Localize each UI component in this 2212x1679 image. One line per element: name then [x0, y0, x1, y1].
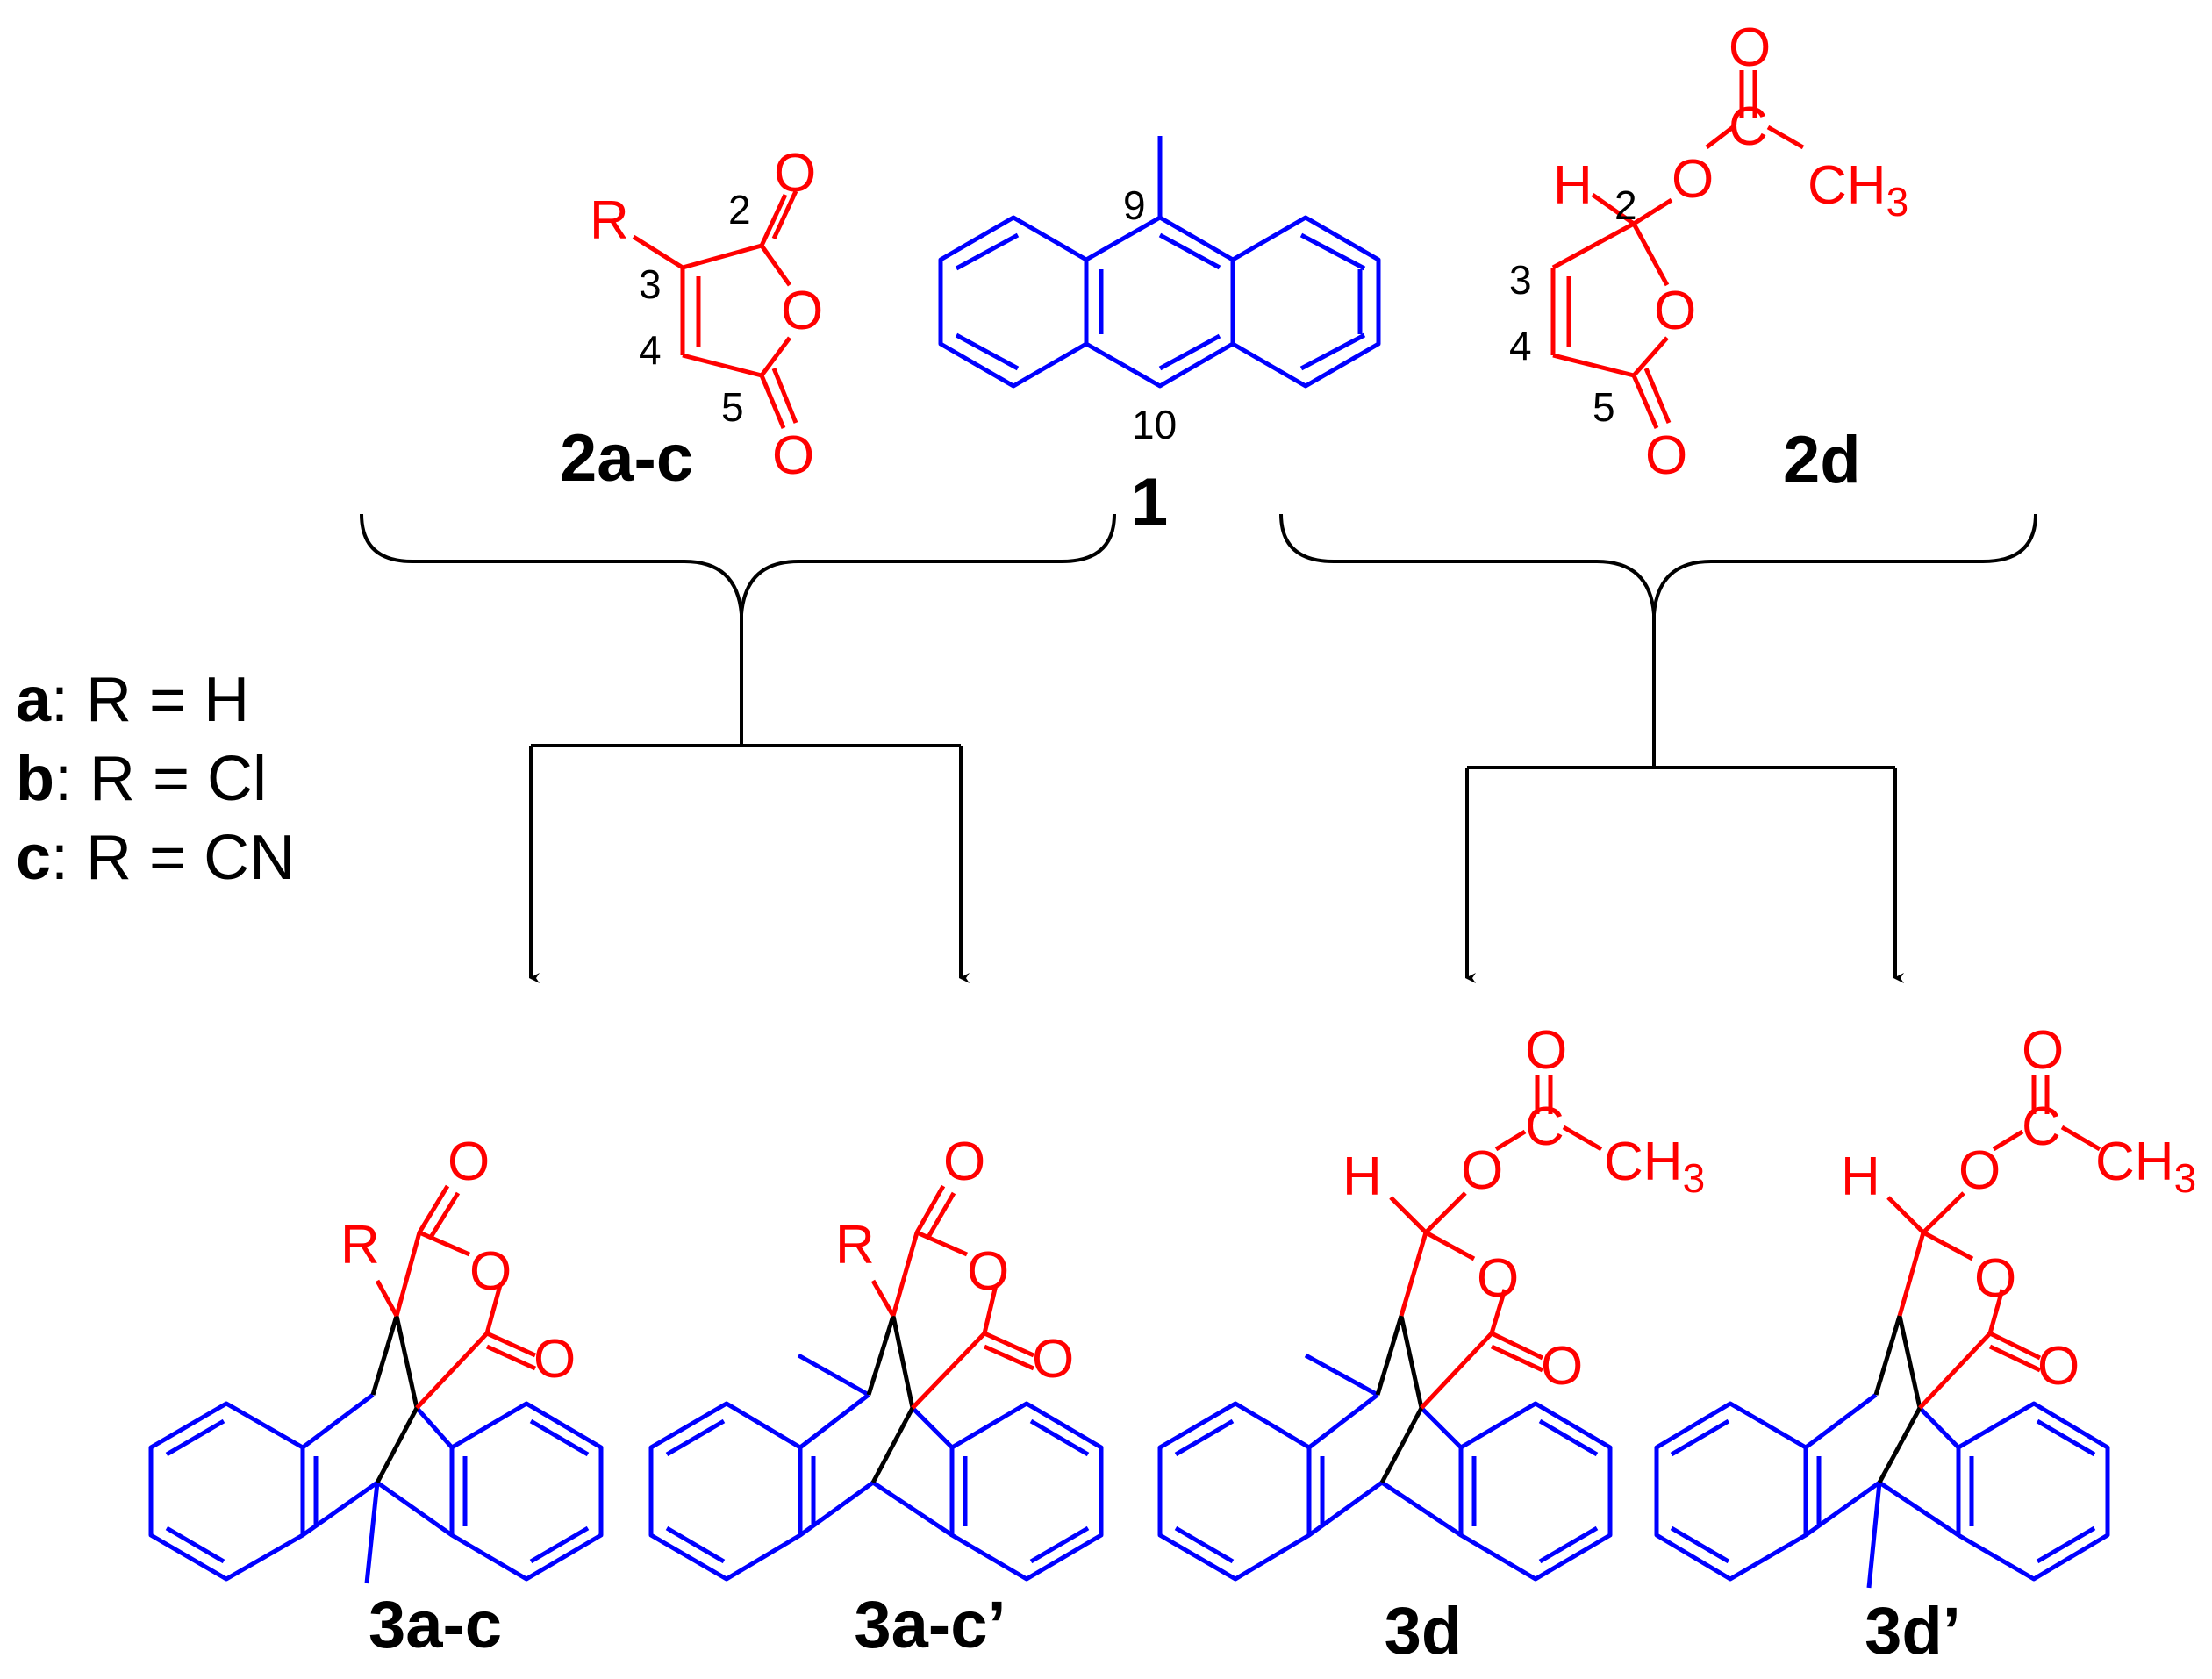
anhydride-ring-O: O	[781, 281, 823, 341]
product-3a-c-structure	[148, 1184, 604, 1584]
substituent-legend: a: R = H b: R = Cl c: R = CN	[16, 665, 295, 893]
furanone-carbonyl-O: O	[1645, 425, 1687, 486]
product-3a-c-O-right: O	[533, 1329, 576, 1390]
acetoxy-H: H	[1553, 155, 1593, 216]
product-3d-O-ring: O	[1477, 1248, 1519, 1309]
acetoxy-ester-O: O	[1672, 149, 1714, 210]
acetoxy-carbonyl-O: O	[1729, 18, 1771, 78]
product-3a-c-prime-O-right: O	[1032, 1329, 1074, 1390]
furanone-ring-O: O	[1654, 281, 1696, 341]
product-3d-prime-C: C	[2022, 1097, 2061, 1157]
legend-item-a: a: R = H	[16, 665, 249, 735]
position-label-9: 9	[1123, 182, 1146, 228]
product-3a-c-prime-O-ring: O	[967, 1241, 1009, 1302]
acetoxyfuranone-structure	[1550, 70, 1805, 429]
product-3a-c-O-ring: O	[469, 1241, 512, 1302]
product-3d-prime-ester-O: O	[1958, 1140, 2001, 1201]
legend-item-c: c: R = CN	[16, 823, 295, 893]
product-3d-C: C	[1525, 1097, 1564, 1157]
product-3a-c-O-top: O	[447, 1132, 490, 1192]
product-3d-prime-methyl: CH3	[2095, 1132, 2196, 1201]
compound-label-3d-prime: 3d’	[1865, 1594, 1961, 1668]
anhydride-carbonyl-O-top: O	[774, 143, 816, 204]
product-3d-prime-O-ring: O	[1974, 1248, 2016, 1309]
anhydride-structure	[632, 189, 798, 429]
product-3d-prime-H: H	[1841, 1147, 1880, 1207]
position-label-5: 5	[721, 384, 744, 430]
position-label-3: 3	[639, 261, 662, 307]
anhydride-carbonyl-O-bottom: O	[772, 425, 814, 486]
position-label-2: 2	[728, 187, 751, 232]
legend-item-b: b: R = Cl	[16, 744, 267, 814]
product-3d-ester-O: O	[1461, 1140, 1503, 1201]
product-3a-c-prime-O-top: O	[943, 1132, 985, 1192]
substituent-R: R	[590, 190, 629, 251]
product-3d-methyl: CH3	[1604, 1132, 1705, 1201]
position-label-2d-2: 2	[1614, 182, 1637, 228]
reaction-braces-arrows	[360, 513, 2037, 983]
compound-label-1: 1	[1131, 465, 1168, 539]
product-3d-O-right: O	[1541, 1336, 1583, 1397]
compound-label-2d: 2d	[1783, 423, 1861, 497]
product-3d-prime-structure	[1654, 1075, 2110, 1589]
position-label-2d-4: 4	[1509, 323, 1532, 368]
position-label-2d-3: 3	[1509, 257, 1532, 303]
position-label-10: 10	[1132, 402, 1177, 447]
position-label-4: 4	[639, 327, 662, 373]
anthracene-structure	[938, 136, 1381, 389]
product-3d-carbonyl-O: O	[1525, 1020, 1567, 1081]
acetoxy-C: C	[1729, 96, 1768, 157]
compound-label-3a-c-prime: 3a-c’	[854, 1588, 1006, 1662]
acetoxy-methyl: CH3	[1808, 155, 1908, 225]
product-3d-prime-carbonyl-O: O	[2022, 1020, 2064, 1081]
compound-label-3a-c: 3a-c	[369, 1588, 502, 1662]
product-3a-c-prime-structure	[648, 1184, 1104, 1582]
product-3d-prime-O-right: O	[2037, 1336, 2080, 1397]
product-3a-c-R: R	[340, 1215, 380, 1275]
compound-label-2a-c: 2a-c	[560, 421, 693, 496]
position-label-2d-5: 5	[1593, 384, 1615, 430]
product-3d-H: H	[1342, 1147, 1382, 1207]
product-3d-structure	[1157, 1075, 1613, 1582]
product-3a-c-prime-R: R	[835, 1215, 875, 1275]
compound-label-3d: 3d	[1385, 1594, 1463, 1668]
